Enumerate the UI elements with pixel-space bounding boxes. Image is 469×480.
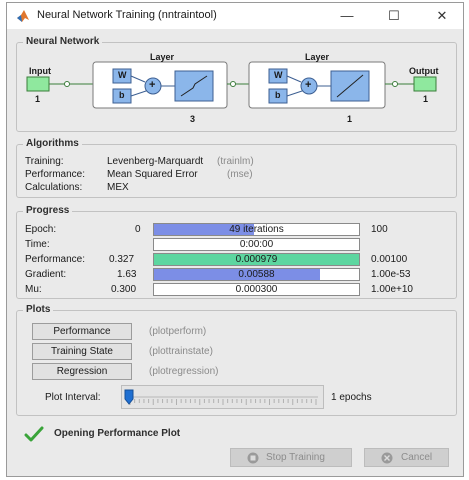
algo-performance-value: Mean Squared Error [107,169,198,180]
neural-network-title: Neural Network [23,36,103,47]
plot-interval-label: Plot Interval: [45,392,101,403]
algo-training-label: Training: [25,156,64,167]
time-label: Time: [25,239,50,250]
epoch-label: Epoch: [25,224,57,235]
slider-ticks [128,396,318,405]
performance-end: 0.00100 [371,254,408,265]
layer1-weight: W [118,70,127,80]
plots-panel: Plots Performance (plotperform) Training… [16,304,457,416]
layer2-label: Layer [305,52,330,62]
epoch-progress-bar: 49 iterations [153,223,360,236]
mu-progress-bar: 0.000300 [153,283,360,296]
title-bar: Neural Network Training (nntraintool) — … [7,3,463,29]
stop-icon [247,452,259,464]
plot-interval-value: 1 epochs [331,392,372,403]
network-diagram [26,61,437,109]
output-label: Output [409,66,439,76]
layer1-size: 3 [190,114,196,124]
performance-plot-hint: (plotperform) [149,326,207,337]
cancel-label: Cancel [401,452,433,463]
performance-label: Performance: [25,254,86,265]
training-state-plot-button[interactable]: Training State [32,343,132,360]
layer2-sum: + [305,79,312,91]
input-size: 1 [35,94,41,104]
nntraintool-window: Neural Network Training (nntraintool) — … [6,2,464,477]
stop-training-button[interactable]: Stop Training [230,448,352,467]
output-size: 1 [423,94,429,104]
checkmark-icon [24,426,44,442]
gradient-progress-bar: 0.00588 [153,268,360,281]
layer2-weight: W [274,70,283,80]
status-message: Opening Performance Plot [54,428,181,439]
cancel-button[interactable]: Cancel [364,448,449,467]
input-label: Input [29,66,51,76]
regression-plot-hint: (plotregression) [149,366,219,377]
mu-end: 1.00e+10 [371,284,413,295]
time-progress-bar: 0:00:00 [153,238,360,251]
epoch-progress-fill [154,224,255,235]
plot-interval-slider[interactable] [121,385,324,409]
algo-calculations-value: MEX [107,182,129,193]
performance-plot-button[interactable]: Performance [32,323,132,340]
cancel-icon [381,452,393,464]
layer1-sum: + [149,79,156,91]
slider-thumb[interactable] [124,389,134,405]
stop-training-label: Stop Training [266,452,325,463]
gradient-start: 1.63 [117,269,137,280]
algo-calculations-label: Calculations: [25,182,83,193]
epoch-current: 49 iterations [229,224,284,235]
gradient-progress-fill [154,269,321,280]
epoch-end: 100 [371,224,388,235]
gradient-label: Gradient: [25,269,67,280]
maximize-button[interactable]: ☐ [388,8,400,23]
layer2-bias: b [275,90,281,100]
performance-progress-fill [154,254,359,265]
mu-start: 0.300 [111,284,137,295]
performance-start: 0.327 [109,254,135,265]
window-title: Neural Network Training (nntraintool) [37,9,217,21]
neural-network-panel: Neural Network [16,36,457,132]
algo-performance-hint: (mse) [227,169,253,180]
mu-current: 0.000300 [235,284,278,295]
layer2-size: 1 [347,114,353,124]
algo-performance-label: Performance: [25,169,86,180]
performance-progress-bar: 0.000979 [153,253,360,266]
time-current: 0:00:00 [239,239,274,250]
algo-training-value: Levenberg-Marquardt [107,156,204,167]
close-button[interactable]: ✕ [436,8,448,23]
algo-training-hint: (trainlm) [217,156,254,167]
algorithms-panel: Algorithms Training: Levenberg-Marquardt… [16,138,457,198]
algorithms-title: Algorithms [23,138,82,149]
matlab-icon [17,10,29,22]
minimize-button[interactable]: — [340,8,354,23]
training-state-plot-hint: (plottrainstate) [149,346,213,357]
progress-panel: Progress Epoch: 0 49 iterations 100 Time… [16,205,457,299]
progress-title: Progress [23,205,73,216]
layer1-label: Layer [150,52,175,62]
plots-title: Plots [23,304,54,315]
layer1-bias: b [119,90,125,100]
mu-label: Mu: [25,284,42,295]
regression-plot-button[interactable]: Regression [32,363,132,380]
epoch-start: 0 [135,224,141,235]
gradient-end: 1.00e-53 [371,269,411,280]
performance-current: 0.000979 [235,254,278,265]
gradient-current: 0.00588 [238,269,275,280]
